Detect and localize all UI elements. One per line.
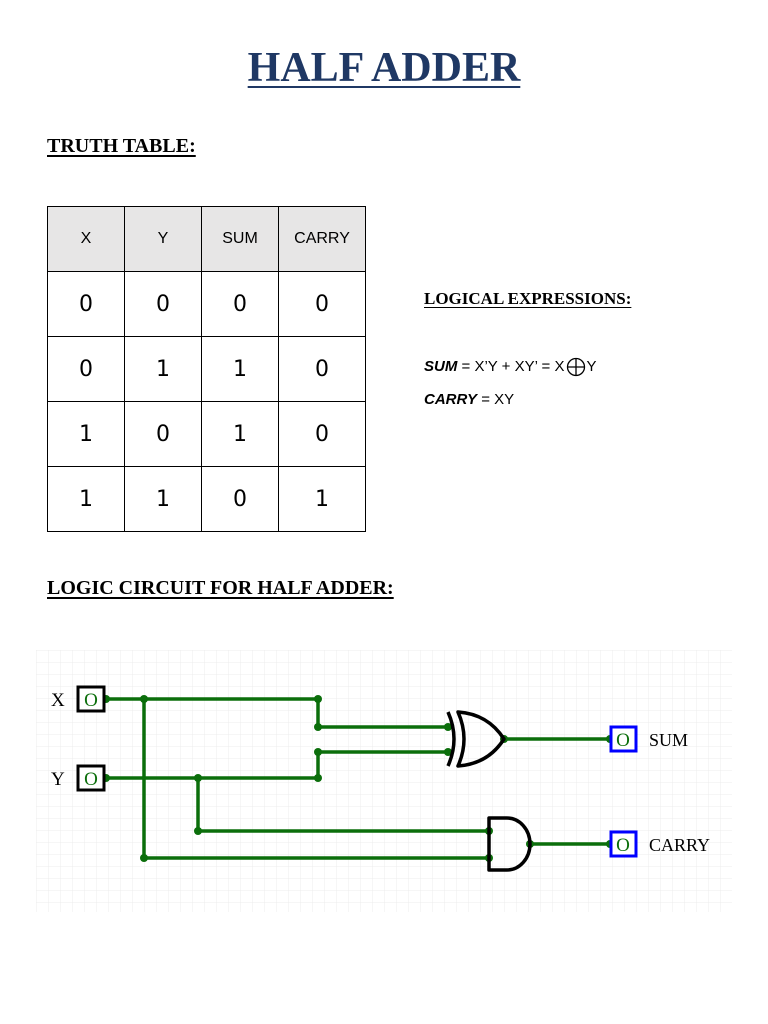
cell-sum: 1: [201, 336, 279, 402]
page-title: HALF ADDER: [247, 45, 521, 91]
truth-table: X Y SUM CARRY 0 0 0 0 0 1 1 0 1 0 1 0 1 …: [47, 206, 366, 532]
table-row: 1 0 1 0: [47, 401, 366, 467]
circuit-wires: [104, 697, 612, 860]
carry-expression-rhs: = XY: [477, 391, 515, 408]
junction-dot: [314, 723, 322, 731]
logical-expressions-heading: LOGICAL EXPRESSIONS:: [424, 289, 632, 308]
circuit-grid-background: [36, 650, 732, 912]
input-x-box[interactable]: [76, 685, 106, 713]
cell-x: 0: [47, 336, 125, 402]
cell-carry: 0: [278, 336, 366, 402]
cell-x: 1: [47, 401, 125, 467]
xor-gate-icon: [446, 710, 506, 768]
junction-dot: [140, 854, 148, 862]
table-row: 1 1 0 1: [47, 466, 366, 532]
input-y-box[interactable]: [76, 764, 106, 792]
output-sum-box: [609, 725, 638, 753]
sum-expression-name: SUM: [424, 357, 458, 375]
junction-dot: [314, 695, 322, 703]
truth-table-heading: TRUTH TABLE:: [47, 135, 196, 157]
sum-expression-rhs-y: Y: [586, 357, 597, 375]
junction-dot: [444, 723, 452, 731]
cell-x: 0: [47, 271, 125, 337]
junction-dot: [314, 774, 322, 782]
header-y: Y: [124, 206, 202, 272]
carry-expression-name: CARRY: [424, 391, 478, 408]
and-gate-icon: [487, 816, 532, 872]
input-y-value: O: [84, 769, 98, 790]
input-x-label: X: [51, 690, 65, 711]
input-x-value: O: [84, 690, 98, 711]
table-row: 0 1 1 0: [47, 336, 366, 402]
junction-dot: [444, 748, 452, 756]
truth-table-header-row: X Y SUM CARRY: [47, 206, 366, 272]
cell-y: 0: [124, 271, 202, 337]
cell-sum: 0: [201, 466, 279, 532]
logic-circuit-heading: LOGIC CIRCUIT FOR HALF ADDER:: [47, 577, 394, 599]
output-sum-label: SUM: [649, 730, 688, 750]
cell-y: 0: [124, 401, 202, 467]
cell-y: 1: [124, 336, 202, 402]
output-carry-box: [609, 830, 638, 858]
junction-dot: [194, 827, 202, 835]
cell-sum: 0: [201, 271, 279, 337]
output-carry-value: O: [616, 835, 630, 856]
output-carry-label: CARRY: [649, 835, 710, 855]
cell-carry: 0: [278, 271, 366, 337]
input-y-label: Y: [51, 769, 65, 790]
output-sum-value: O: [616, 730, 630, 751]
junction-dot: [194, 774, 202, 782]
cell-carry: 0: [278, 401, 366, 467]
sum-expression: SUM = X’Y + XY’ = X Y: [424, 357, 597, 377]
header-carry: CARRY: [278, 206, 366, 272]
sum-expression-rhs: = X’Y + XY’ = X: [457, 357, 565, 375]
table-row: 0 0 0 0: [47, 271, 366, 337]
header-x: X: [47, 206, 125, 272]
junction-dot: [140, 695, 148, 703]
cell-y: 1: [124, 466, 202, 532]
carry-expression: CARRY = XY: [424, 391, 514, 408]
cell-x: 1: [47, 466, 125, 532]
junction-dot: [314, 748, 322, 756]
header-sum: SUM: [201, 206, 279, 272]
cell-sum: 1: [201, 401, 279, 467]
cell-carry: 1: [278, 466, 366, 532]
xor-symbol-icon: [566, 357, 585, 377]
half-adder-circuit-diagram: X O Y O O SUM O CARRY: [36, 650, 732, 912]
